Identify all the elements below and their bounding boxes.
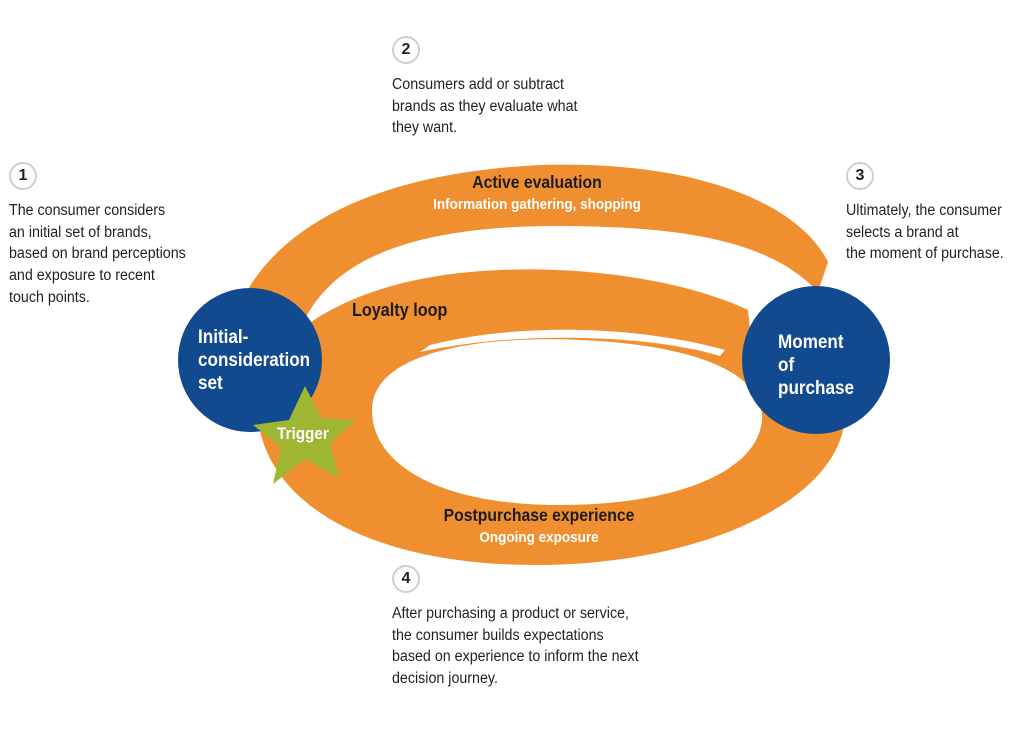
active-evaluation-band bbox=[230, 164, 828, 330]
step-1: 1 The consumer considers an initial set … bbox=[9, 162, 201, 309]
step-3-number-badge: 3 bbox=[846, 162, 874, 190]
step-2: 2 Consumers add or subtract brands as th… bbox=[392, 36, 594, 139]
step-3-text: Ultimately, the consumer selects a brand… bbox=[846, 202, 1004, 263]
step-1-number-badge: 1 bbox=[9, 162, 37, 190]
trigger-label: Trigger bbox=[277, 424, 329, 443]
trigger-star-shape bbox=[253, 386, 356, 484]
step-2-number-badge: 2 bbox=[392, 36, 420, 64]
moment-of-purchase-label: Moment of purchase bbox=[778, 332, 855, 399]
step-4-number-badge: 4 bbox=[392, 565, 420, 593]
loyalty-arrow-notch bbox=[420, 329, 725, 356]
step-1-text: The consumer considers an initial set of… bbox=[9, 202, 186, 306]
active-evaluation-label: Active evaluation bbox=[472, 172, 602, 192]
active-evaluation-sublabel: Information gathering, shopping bbox=[433, 196, 641, 213]
postpurchase-experience-label: Postpurchase experience bbox=[443, 505, 635, 525]
step-4-text: After purchasing a product or service, t… bbox=[392, 605, 639, 688]
step-3: 3 Ultimately, the consumer selects a bra… bbox=[846, 162, 1017, 265]
initial-consideration-circle bbox=[178, 288, 322, 432]
loyalty-loop-label: Loyalty loop bbox=[352, 300, 448, 320]
step-2-text: Consumers add or subtract brands as they… bbox=[392, 76, 578, 137]
initial-consideration-set-label: Initial- consideration set bbox=[198, 327, 311, 394]
postpurchase-experience-sublabel: Ongoing exposure bbox=[479, 529, 599, 546]
moment-of-purchase-circle bbox=[742, 286, 890, 434]
step-4: 4 After purchasing a product or service,… bbox=[392, 565, 660, 690]
